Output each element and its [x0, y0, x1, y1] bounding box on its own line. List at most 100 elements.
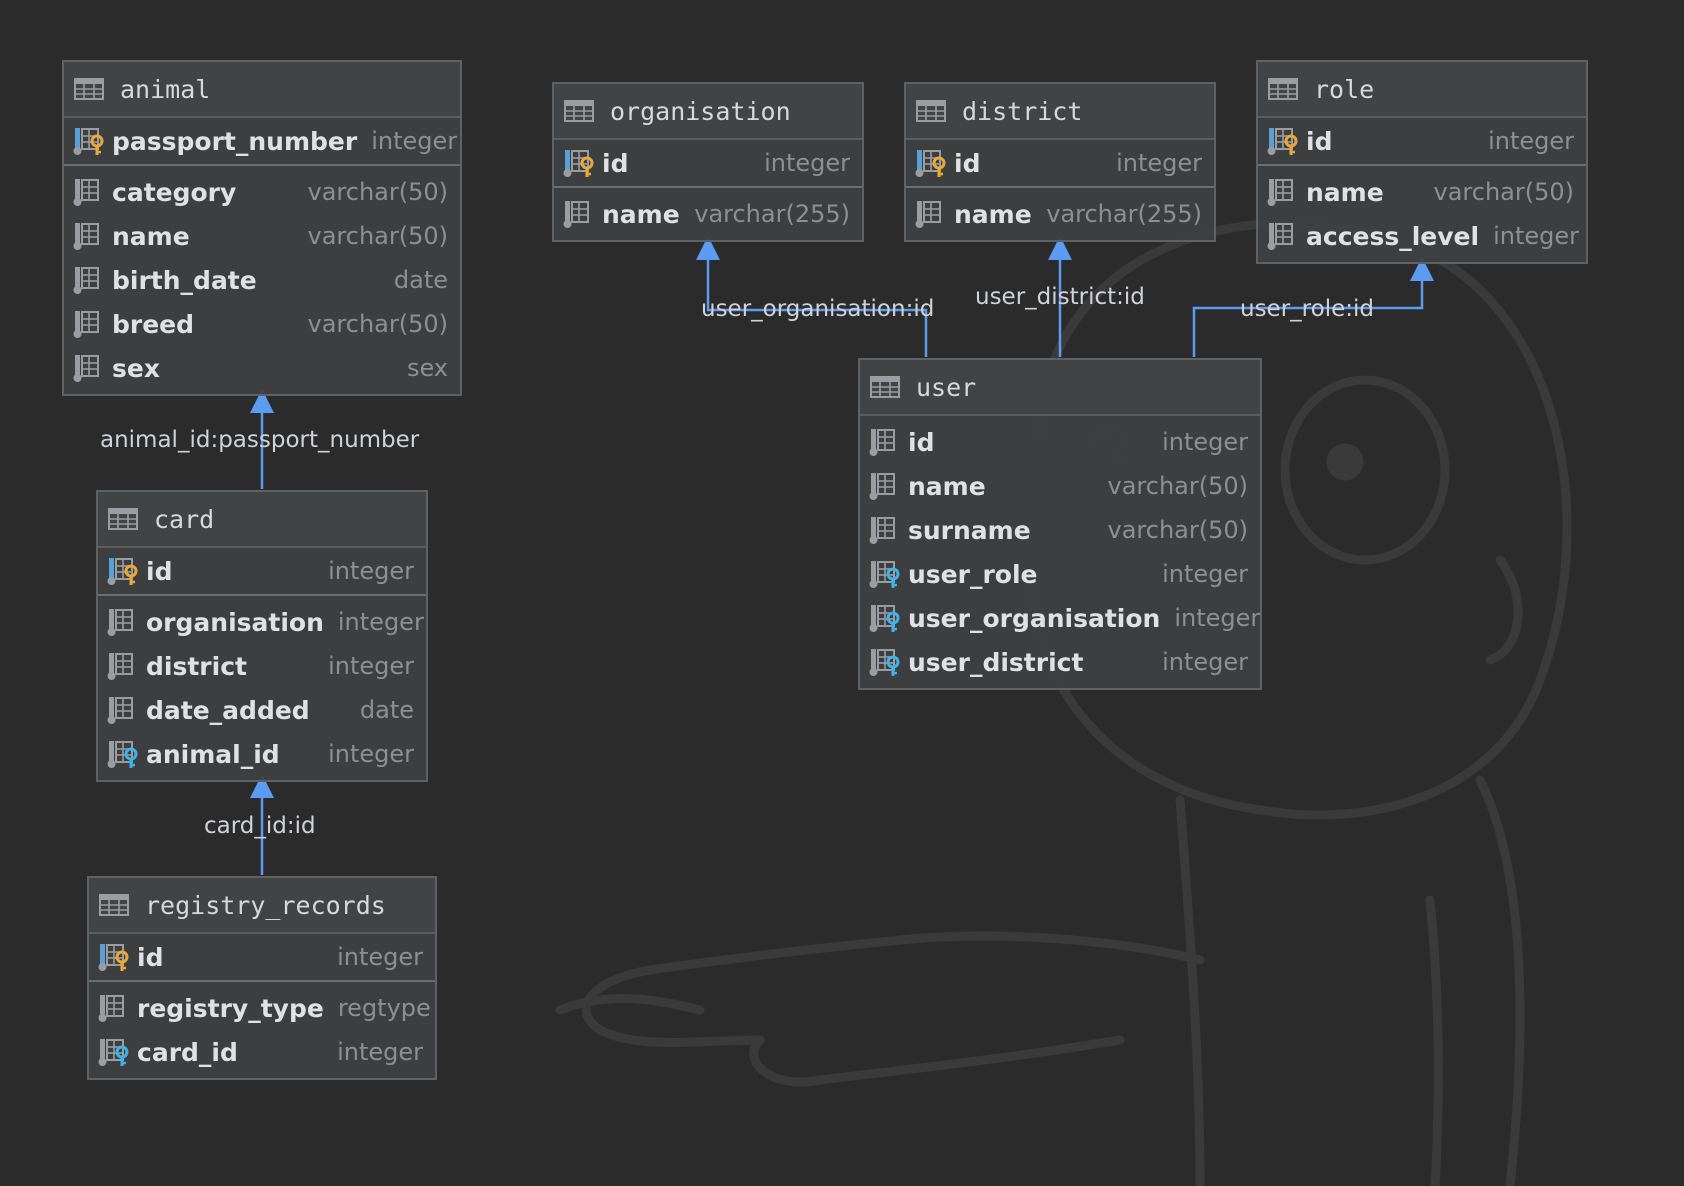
- column-row[interactable]: animal_id integer: [98, 732, 426, 776]
- column-icon: [914, 199, 952, 229]
- table-header[interactable]: registry_records: [89, 878, 435, 934]
- column-name: animal_id: [146, 739, 280, 769]
- arrowhead-card: [250, 774, 274, 798]
- table-header[interactable]: animal: [64, 62, 460, 118]
- column-name: birth_date: [112, 265, 257, 295]
- foreign-key-icon: [868, 647, 906, 677]
- primary-key-icon: [72, 126, 110, 156]
- column-row[interactable]: organisation integer: [98, 600, 426, 644]
- column-type: integer: [1162, 560, 1248, 588]
- table-header[interactable]: user: [860, 360, 1260, 416]
- column-icon: [868, 471, 906, 501]
- column-type: varchar(50): [1107, 472, 1249, 500]
- column-name: id: [602, 148, 629, 178]
- column-name: name: [954, 199, 1032, 229]
- table-icon: [870, 376, 900, 398]
- column-type: sex: [406, 354, 448, 382]
- column-type: integer: [1174, 604, 1261, 632]
- table-header[interactable]: role: [1258, 62, 1586, 118]
- column-name: name: [1306, 177, 1384, 207]
- column-name: name: [112, 221, 190, 251]
- table-header[interactable]: district: [906, 84, 1214, 140]
- column-type: integer: [337, 608, 424, 636]
- relation-label-role: user_role:id: [1240, 296, 1374, 322]
- relation-label-card: card_id:id: [204, 813, 316, 839]
- column-name: sex: [112, 353, 160, 383]
- spacer: [906, 236, 1214, 240]
- column-name: breed: [112, 309, 195, 339]
- column-type: integer: [328, 652, 414, 680]
- column-type: regtype: [337, 994, 431, 1022]
- column-type: varchar(50): [1433, 178, 1575, 206]
- column-icon: [97, 993, 135, 1023]
- column-name: name: [602, 199, 680, 229]
- spacer: [860, 684, 1260, 688]
- arrowhead-organisation: [696, 236, 720, 260]
- column-name: category: [112, 177, 237, 207]
- column-icon: [72, 309, 110, 339]
- column-icon: [72, 177, 110, 207]
- column-type: integer: [1162, 428, 1248, 456]
- foreign-key-icon: [868, 559, 906, 589]
- table-header[interactable]: card: [98, 492, 426, 548]
- relation-label-organisation: user_organisation:id: [701, 296, 935, 322]
- arrowhead-role: [1410, 257, 1434, 281]
- table-header[interactable]: organisation: [554, 84, 862, 140]
- column-type: integer: [1162, 648, 1248, 676]
- table-name: animal: [120, 74, 211, 104]
- link-user-organisation[interactable]: [706, 258, 928, 357]
- column-name: card_id: [137, 1037, 238, 1067]
- column-icon: [562, 199, 600, 229]
- column-icon: [106, 651, 144, 681]
- column-row[interactable]: sex sex: [64, 346, 460, 390]
- spacer: [554, 236, 862, 240]
- column-name: id: [146, 556, 173, 586]
- column-icon: [106, 695, 144, 725]
- primary-key-icon: [914, 148, 952, 178]
- column-name: organisation: [146, 607, 324, 637]
- primary-key-icon: [97, 942, 135, 972]
- column-name: date_added: [146, 695, 310, 725]
- column-name: passport_number: [112, 126, 358, 156]
- relation-label-animal: animal_id:passport_number: [100, 427, 420, 453]
- table-icon: [99, 894, 129, 916]
- column-row[interactable]: name varchar(50): [1258, 170, 1586, 214]
- column-name: id: [1306, 126, 1333, 156]
- link-user-role[interactable]: [1192, 278, 1424, 357]
- spacer: [64, 390, 460, 394]
- primary-key-icon: [562, 148, 600, 178]
- column-type: integer: [328, 740, 414, 768]
